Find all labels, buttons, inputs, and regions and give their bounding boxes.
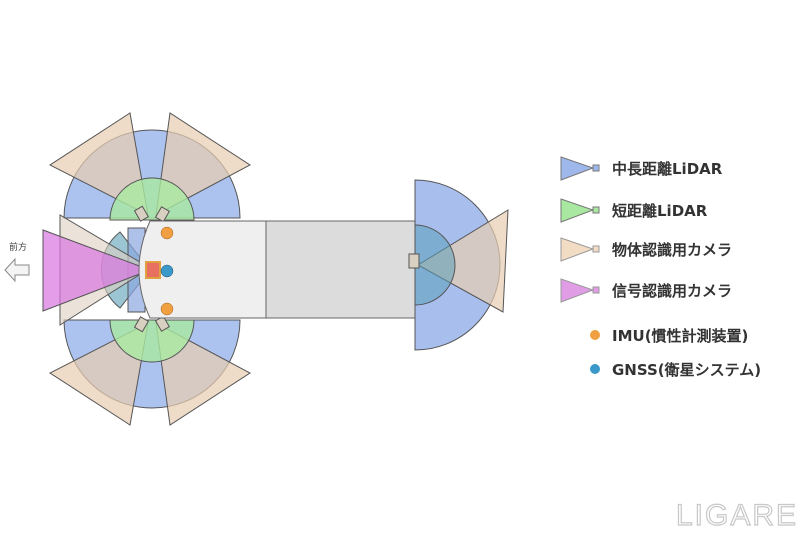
camera-sensor-icon <box>133 316 150 333</box>
imu-dot-icon <box>590 330 600 340</box>
camera-sensor-icon <box>154 315 171 332</box>
object-camera-fov-rear <box>417 209 509 313</box>
rear-sensor-icon <box>408 253 420 269</box>
legend-item-imu: IMU(慣性計測装置) <box>590 327 748 345</box>
legend-item-mid-long-lidar: 中長距離LiDAR <box>560 156 723 181</box>
front-direction-indicator: 前方 <box>4 241 30 283</box>
legend-label: 物体認識用カメラ <box>612 241 732 259</box>
legend-label: 中長距離LiDAR <box>612 160 723 178</box>
legend-swatch-icon <box>560 198 595 223</box>
vehicle-front-section <box>138 220 267 319</box>
legend-swatch-icon <box>560 278 595 303</box>
camera-sensor-icon <box>133 205 150 222</box>
short-lidar-range-bottom <box>109 319 195 363</box>
legend-label: GNSS(衛星システム) <box>612 361 761 379</box>
vehicle-body <box>138 220 416 319</box>
vehicle-rear-section <box>265 220 416 319</box>
legend-label: 信号認識用カメラ <box>612 282 732 300</box>
legend-item-object-camera: 物体認識用カメラ <box>560 237 732 262</box>
legend-item-short-lidar: 短距離LiDAR <box>560 198 708 223</box>
rear-sensor-cluster <box>408 179 509 351</box>
signal-camera-fov-front <box>42 229 152 312</box>
short-lidar-range-rear <box>414 224 456 306</box>
imu-marker-top <box>160 226 174 240</box>
imu-marker-bottom <box>160 302 174 316</box>
camera-sensor-icon <box>154 206 171 223</box>
legend: 中長距離LiDAR 短距離LiDAR 物体認識用カメラ 信号認識用カメラ IMU… <box>560 156 761 379</box>
legend-item-gnss: GNSS(衛星システム) <box>590 361 761 379</box>
front-direction-label: 前方 <box>9 241 27 253</box>
legend-label: IMU(慣性計測装置) <box>612 327 748 345</box>
short-lidar-range-top <box>109 177 195 221</box>
legend-swatch-icon <box>560 156 595 181</box>
front-sensor-unit-icon <box>145 261 161 279</box>
front-top-sensor-cluster <box>49 112 251 223</box>
left-arrow-icon <box>4 257 30 283</box>
gnss-marker <box>160 264 174 278</box>
front-bottom-sensor-cluster <box>49 315 251 426</box>
legend-item-signal-camera: 信号認識用カメラ <box>560 278 732 303</box>
gnss-dot-icon <box>590 364 600 374</box>
ligare-logo: LIGARE <box>676 499 798 532</box>
legend-swatch-icon <box>560 237 595 262</box>
front-center-sensor-cluster <box>42 214 152 326</box>
legend-label: 短距離LiDAR <box>612 202 708 220</box>
